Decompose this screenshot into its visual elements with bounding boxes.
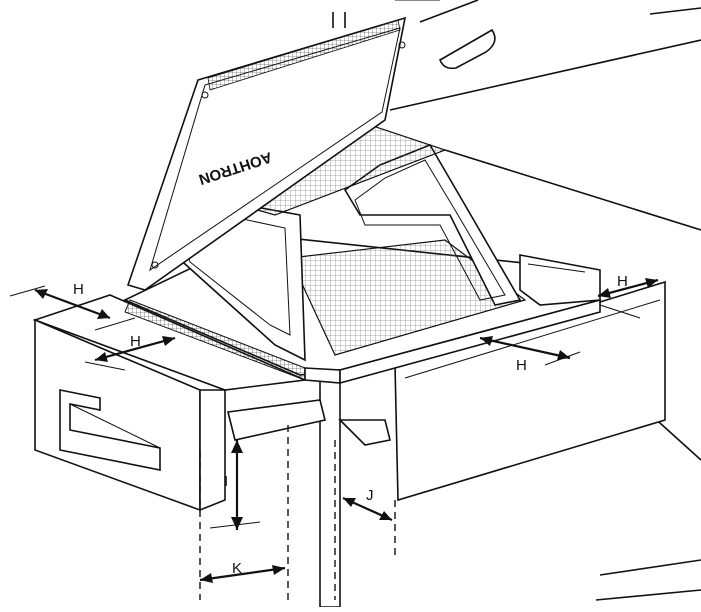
label-k: K — [232, 560, 242, 577]
label-i: I — [224, 473, 228, 490]
label-h-left-mid: H — [130, 333, 141, 350]
dimension-j: J — [342, 487, 393, 522]
drawer-handle — [59, 389, 161, 471]
dimension-h-left-mid: H — [84, 333, 176, 371]
dimension-h-right-front: H — [479, 336, 581, 374]
label-h-right-side: H — [617, 273, 628, 290]
left-drawer — [32, 294, 308, 512]
lid: AOHTRON — [126, 16, 407, 291]
dimension-k: K — [199, 560, 286, 583]
dimension-h-right-side: H — [597, 273, 659, 319]
guide-lines — [199, 425, 396, 600]
dimension-i: I — [209, 440, 261, 530]
label-j: J — [366, 487, 374, 504]
label-h-right-front: H — [516, 357, 527, 374]
side-control-box — [519, 254, 601, 306]
label-h-left-top: H — [73, 281, 84, 298]
grill-plate — [289, 239, 527, 356]
dimension-h-left-top: H — [9, 281, 136, 331]
